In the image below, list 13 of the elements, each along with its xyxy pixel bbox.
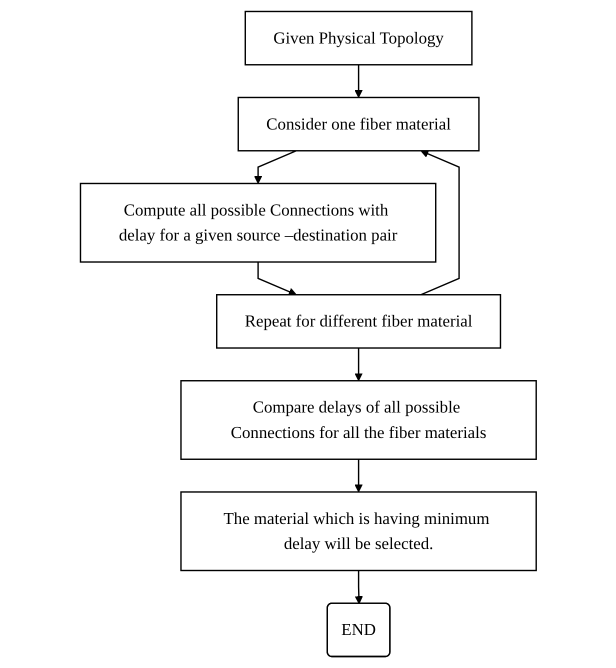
- arrow: [354, 459, 362, 492]
- arrow: [420, 150, 460, 296]
- node-box: Repeat for different fiber material: [216, 294, 501, 349]
- node-box: Compute all possible Connections with delay for a given source –destination pair: [79, 182, 436, 263]
- node-box: Given Physical Topology: [244, 10, 472, 66]
- node-box: Consider one fiber material: [237, 96, 480, 152]
- node-box: The material which is having minimum delay will be selected.: [180, 491, 537, 572]
- arrow: [354, 348, 362, 382]
- arrow: [257, 262, 296, 296]
- node-box: Compare delays of all possible Connections for all the fiber materials: [180, 380, 537, 460]
- arrow: [354, 64, 362, 98]
- arrow: [354, 570, 363, 604]
- arrow: [254, 150, 296, 184]
